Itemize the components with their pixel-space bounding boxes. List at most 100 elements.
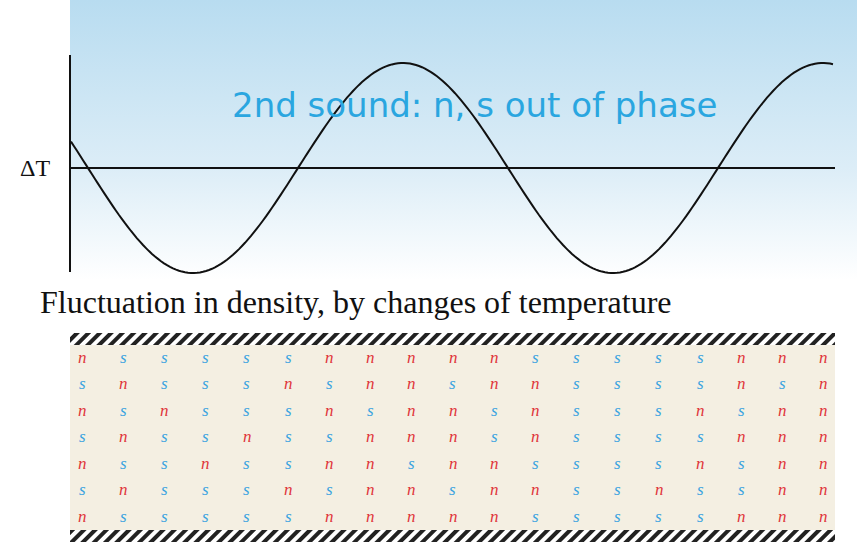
fluid-component-letter: s — [573, 455, 580, 472]
fluid-component-letter: n — [490, 349, 499, 366]
fluid-component-letter: n — [119, 375, 128, 392]
fluid-component-letter: s — [573, 428, 580, 445]
fluid-component-letter: s — [779, 375, 786, 392]
y-axis — [69, 55, 71, 272]
fluid-component-letter: n — [819, 375, 828, 392]
fluid-component-letter: n — [407, 402, 416, 419]
fluid-component-letter: n — [243, 428, 252, 445]
fluid-component-letter: s — [655, 375, 662, 392]
tube-wall — [70, 333, 835, 345]
fluid-component-letter: s — [120, 349, 127, 366]
fluid-component-letter: n — [490, 481, 499, 498]
fluid-component-letter: n — [119, 428, 128, 445]
fluid-component-letter: n — [119, 481, 128, 498]
fluid-component-letter: s — [161, 375, 168, 392]
fluid-component-letter: s — [408, 455, 415, 472]
fluid-component-letter: s — [573, 508, 580, 525]
fluid-component-letter: n — [78, 349, 87, 366]
fluid-component-letter: s — [614, 402, 621, 419]
fluid-component-letter: s — [202, 481, 209, 498]
fluid-component-letter: s — [738, 455, 745, 472]
diagram-title: 2nd sound: n, s out of phase — [232, 88, 717, 122]
fluid-component-letter: n — [449, 428, 458, 445]
fluid-component-letter: s — [491, 402, 498, 419]
fluid-component-letter: n — [325, 349, 334, 366]
fluid-component-letter: n — [366, 455, 375, 472]
fluid-component-letter: s — [738, 402, 745, 419]
fluid-component-letter: n — [407, 481, 416, 498]
fluid-component-letter: s — [614, 349, 621, 366]
fluid-component-letter: s — [161, 455, 168, 472]
fluid-component-letter: n — [78, 508, 87, 525]
fluid-component-letter: s — [285, 349, 292, 366]
fluid-component-letter: s — [655, 455, 662, 472]
fluid-component-letter: s — [697, 375, 704, 392]
fluid-component-letter: n — [284, 375, 293, 392]
fluid-component-letter: n — [819, 428, 828, 445]
fluid-component-letter: n — [449, 349, 458, 366]
fluid-component-letter: s — [285, 402, 292, 419]
fluid-component-letter: n — [407, 428, 416, 445]
fluid-component-letter: n — [531, 481, 540, 498]
fluid-component-letter: n — [366, 375, 375, 392]
fluid-component-letter: n — [366, 349, 375, 366]
fluid-component-letter: s — [326, 428, 333, 445]
fluid-component-letter: n — [366, 481, 375, 498]
fluid-component-letter: n — [407, 508, 416, 525]
fluid-component-letter: s — [120, 508, 127, 525]
fluid-component-letter: s — [614, 455, 621, 472]
fluid-component-letter: s — [79, 428, 86, 445]
fluid-component-letter: s — [161, 349, 168, 366]
fluid-component-letter: n — [819, 481, 828, 498]
fluid-component-letter: n — [201, 455, 210, 472]
fluid-component-letter: n — [819, 349, 828, 366]
fluid-component-letter: s — [202, 402, 209, 419]
fluid-component-letter: n — [737, 349, 746, 366]
fluid-component-letter: s — [573, 349, 580, 366]
fluid-component-letter: s — [697, 349, 704, 366]
fluid-component-letter: s — [243, 455, 250, 472]
fluid-component-letter: s — [79, 481, 86, 498]
fluid-component-letter: s — [326, 375, 333, 392]
fluid-component-letter: s — [367, 402, 374, 419]
fluid-component-letter: n — [407, 349, 416, 366]
fluid-component-letter: s — [161, 508, 168, 525]
fluid-component-letter: s — [655, 428, 662, 445]
fluid-component-letter: s — [285, 508, 292, 525]
fluid-component-letter: s — [161, 481, 168, 498]
fluid-component-letter: n — [325, 455, 334, 472]
fluid-component-letter: s — [655, 508, 662, 525]
fluid-component-letter: n — [778, 428, 787, 445]
fluid-component-letter: n — [407, 375, 416, 392]
fluid-component-letter: s — [697, 508, 704, 525]
fluid-component-letter: s — [738, 481, 745, 498]
fluid-component-letter: n — [325, 402, 334, 419]
fluid-component-letter: n — [778, 508, 787, 525]
fluid-component-letter: s — [573, 375, 580, 392]
fluid-component-letter: n — [490, 375, 499, 392]
fluid-component-letter: s — [202, 508, 209, 525]
axis-label: ΔT — [20, 156, 50, 180]
fluid-component-letter: n — [449, 508, 458, 525]
fluid-component-letter: n — [819, 455, 828, 472]
fluid-component-letter: n — [78, 402, 87, 419]
fluid-component-letter: n — [325, 508, 334, 525]
fluid-component-letter: n — [531, 375, 540, 392]
fluid-component-letter: n — [78, 455, 87, 472]
fluid-component-letter: n — [778, 402, 787, 419]
fluid-component-letter: n — [696, 455, 705, 472]
fluid-component-letter: n — [778, 455, 787, 472]
fluid-component-letter: s — [614, 375, 621, 392]
fluid-component-letter: s — [532, 455, 539, 472]
fluid-component-letter: n — [366, 508, 375, 525]
fluid-component-letter: s — [243, 402, 250, 419]
fluid-component-letter: s — [202, 428, 209, 445]
fluid-component-letter: n — [531, 402, 540, 419]
fluid-component-letter: s — [614, 508, 621, 525]
fluid-component-letter: s — [285, 428, 292, 445]
panel-ground — [70, 0, 857, 280]
fluid-component-letter: n — [819, 508, 828, 525]
fluid-component-letter: s — [697, 481, 704, 498]
fluid-component-letter: s — [697, 428, 704, 445]
